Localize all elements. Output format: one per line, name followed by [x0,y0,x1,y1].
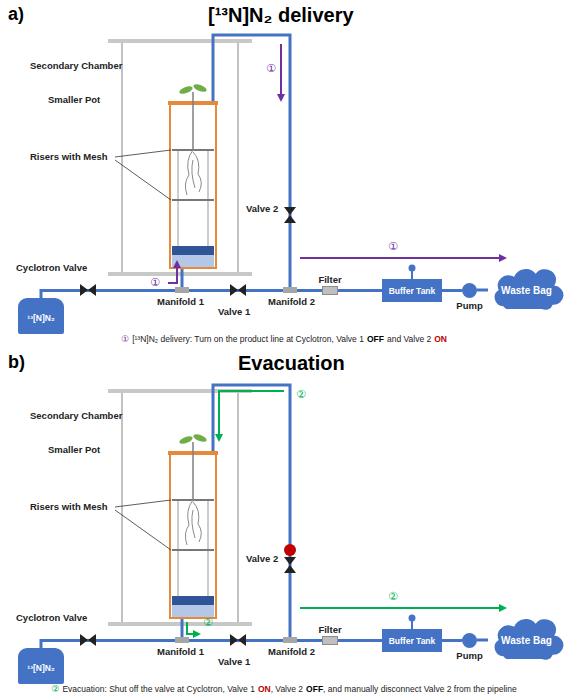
part-label: Cyclotron Valve [16,262,87,273]
node-text: Waste Bag [501,285,552,296]
apparatus-a [80,35,416,296]
caption-line: ②Evacuation: Shut off the valve at Cyclo… [0,684,568,694]
part-label: Valve 2 [246,203,278,214]
caption-text: , Valve 2 [271,684,303,694]
caption-text: OFF [306,684,323,694]
node-text: Waste Bag [501,635,552,646]
waste-bag: Waste Bag [488,618,565,662]
cloud-shape [495,619,564,660]
callout-number: ① [266,62,276,75]
node-text: Filter [318,274,341,285]
part-label: Valve 1 [218,656,250,667]
callout-number: ② [296,388,306,401]
callout-number: ② [203,616,213,629]
caption-text: OFF [367,334,384,344]
drawing-part [280,44,282,100]
part-label: Risers with Mesh [30,151,108,162]
node-text: Pump [456,650,482,661]
part-label: Valve 1 [218,306,250,317]
node-text: ¹³[N]N₂ [27,663,54,673]
drawing-part [219,391,284,440]
waste-bag: Waste Bag [488,268,565,312]
drawing-part [300,257,505,259]
node-text: Buffer Tank [389,286,436,296]
callout-number: ① [150,276,160,289]
pipe-connector [338,639,382,642]
panel-title: b) [8,352,25,373]
part-label: Secondary Chamber [30,410,122,421]
filter: Filter [322,286,338,295]
node-text: Filter [318,624,341,635]
caption-text: ON [258,684,271,694]
part-label: Manifold 2 [268,646,315,657]
part-label: Manifold 1 [157,646,204,657]
pipe-connector [442,289,462,292]
part-label: Manifold 2 [268,296,315,307]
caption-text: ② [51,684,59,694]
panel-title: [¹³N]N₂ delivery [208,4,354,27]
apparatus-b [80,385,416,646]
buffer-tank: Buffer Tank [382,279,442,302]
part-label: Smaller Pot [48,94,100,105]
callout-number: ② [388,590,398,603]
pipe-connector [338,289,382,292]
pump: Pump [462,633,477,648]
panel-title: Evacuation [238,352,345,375]
caption-text: ON [434,334,447,344]
pump: Pump [462,283,477,298]
cloud-shape [495,269,564,310]
flow-arrows-a [168,44,505,283]
node-text: ¹³[N]N₂ [27,313,54,323]
caption-text: and Valve 2 [387,334,431,344]
pipe-connector [442,639,462,642]
part-label: Risers with Mesh [30,501,108,512]
pipe-connector [477,639,488,642]
part-label: Cyclotron Valve [16,612,87,623]
drawing-part [168,262,177,283]
gas-cylinder: ¹³[N]N₂ [18,648,64,684]
filter: Filter [322,636,338,645]
part-label: Secondary Chamber [30,60,122,71]
part-label: Smaller Pot [48,444,100,455]
panel-title: a) [8,4,24,25]
drawing-part [300,607,505,609]
caption-text: [¹³N]N₂ delivery: Turn on the product li… [132,334,364,344]
caption-text: ① [121,334,129,344]
caption-text: Evacuation: Shut off the valve at Cyclot… [62,684,254,694]
callout-number: ① [388,240,398,253]
part-label: Valve 2 [246,553,278,564]
caption-text: , and manually disconnect Valve 2 from t… [323,684,517,694]
flow-arrows-b [187,391,505,634]
part-label: Manifold 1 [157,296,204,307]
node-text: Pump [456,300,482,311]
gas-cylinder: ¹³[N]N₂ [18,298,64,334]
pipe-connector [477,289,488,292]
buffer-tank: Buffer Tank [382,629,442,652]
drawing-part [187,622,199,634]
caption-line: ①[¹³N]N₂ delivery: Turn on the product l… [0,334,568,344]
node-text: Buffer Tank [389,636,436,646]
closed-valve-dot [284,544,296,556]
